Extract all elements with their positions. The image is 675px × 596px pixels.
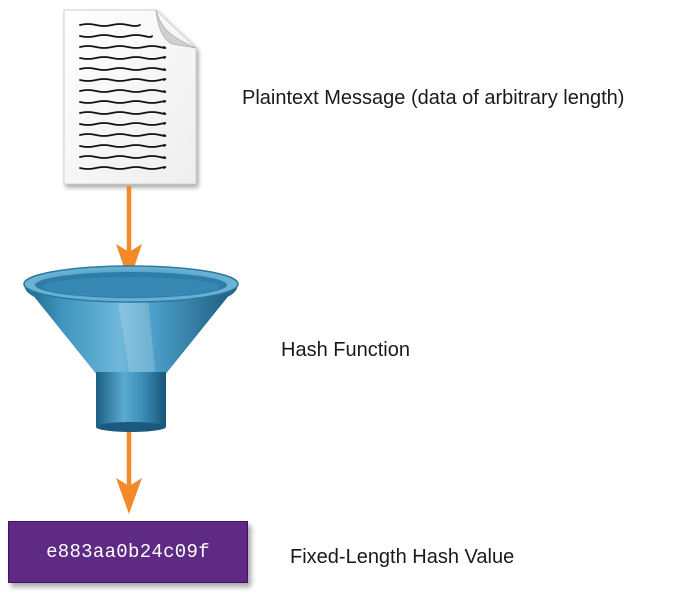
- hash-value-text: e883aa0b24c09f: [46, 541, 210, 563]
- hash-value-box: e883aa0b24c09f: [8, 521, 248, 583]
- hash-function-label: Hash Function: [281, 339, 410, 361]
- funnel-icon: [23, 265, 239, 432]
- arrow-down-icon: [116, 432, 142, 514]
- document-text-lines: [79, 23, 167, 170]
- hash-value-label: Fixed-Length Hash Value: [290, 546, 515, 568]
- arrow-down-icon: [116, 186, 142, 282]
- document-icon: [63, 9, 197, 185]
- plaintext-message-label: Plaintext Message (data of arbitrary len…: [242, 87, 625, 109]
